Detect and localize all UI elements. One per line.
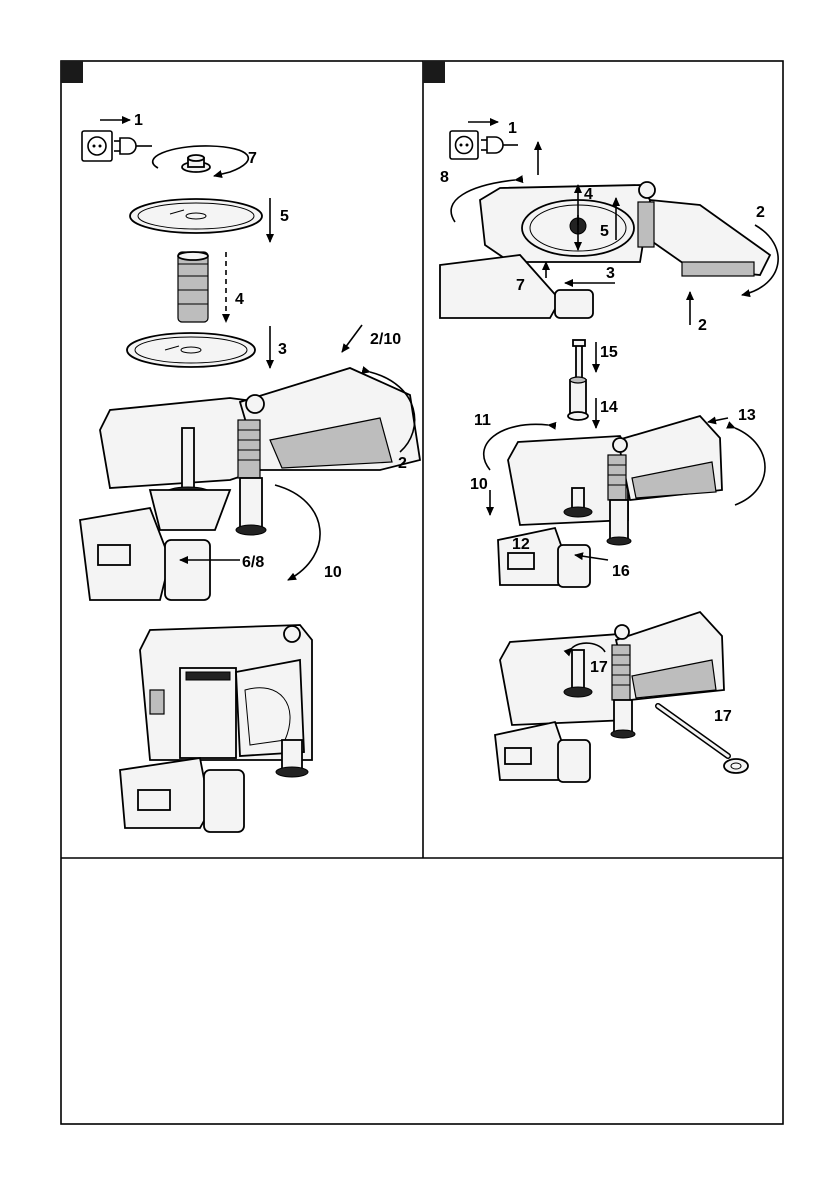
wall-chaser-assembly xyxy=(498,416,722,587)
wall-chaser-closed xyxy=(120,625,312,832)
wall-chaser-tightening xyxy=(495,612,724,782)
callout-2: 2 xyxy=(398,455,407,472)
arrow-13 xyxy=(708,418,728,422)
callout-7: 7 xyxy=(516,277,525,294)
figure-tag-right xyxy=(423,61,445,83)
rotation-arrow-13 xyxy=(735,428,765,505)
callout-12: 12 xyxy=(512,536,530,553)
callout-10: 10 xyxy=(324,564,342,581)
callout-16: 16 xyxy=(612,563,630,580)
spacer-stack xyxy=(178,252,208,322)
callout-8: 8 xyxy=(440,169,449,186)
diamond-blade-lower xyxy=(127,333,255,367)
callout-5: 5 xyxy=(280,208,289,225)
callout-4: 4 xyxy=(584,186,593,203)
callout-3: 3 xyxy=(606,265,615,282)
power-socket-icon xyxy=(450,131,478,159)
figure-tag-left xyxy=(61,61,83,83)
callout-2-10: 2/10 xyxy=(370,331,401,348)
callout-17-spindle: 17 xyxy=(590,659,608,676)
callout-1: 1 xyxy=(134,112,143,129)
callout-10: 10 xyxy=(470,476,488,493)
bolt-15 xyxy=(573,340,585,378)
figure-right: 1 8 4 5 2 7 3 2 15 14 11 13 10 12 16 17 … xyxy=(440,120,778,782)
callout-2-top: 2 xyxy=(756,204,765,221)
callout-1: 1 xyxy=(508,120,517,137)
callout-7: 7 xyxy=(248,150,257,167)
rotation-arrow-10 xyxy=(275,485,320,580)
callout-11: 11 xyxy=(474,412,491,429)
spindle-14 xyxy=(568,377,588,420)
power-plug-icon xyxy=(114,138,152,154)
callout-13: 13 xyxy=(738,407,756,424)
callout-2-bottom: 2 xyxy=(698,317,707,334)
pin-wrench-17 xyxy=(658,706,748,773)
clamping-nut xyxy=(182,155,210,172)
diamond-blade-upper xyxy=(130,199,262,233)
callout-14: 14 xyxy=(600,399,618,416)
callout-5: 5 xyxy=(600,223,609,240)
callout-6-8: 6/8 xyxy=(242,554,264,571)
power-socket-icon xyxy=(82,131,112,161)
power-plug-icon xyxy=(481,137,518,153)
wall-chaser-blade-mounted xyxy=(440,182,770,318)
callout-17-wrench: 17 xyxy=(714,708,732,725)
callout-3: 3 xyxy=(278,341,287,358)
callout-15: 15 xyxy=(600,344,618,361)
figure-left: 1 7 5 4 3 2/10 2 6/8 10 xyxy=(80,112,420,832)
callout-4: 4 xyxy=(235,291,244,308)
arrow-2-10 xyxy=(342,325,362,352)
